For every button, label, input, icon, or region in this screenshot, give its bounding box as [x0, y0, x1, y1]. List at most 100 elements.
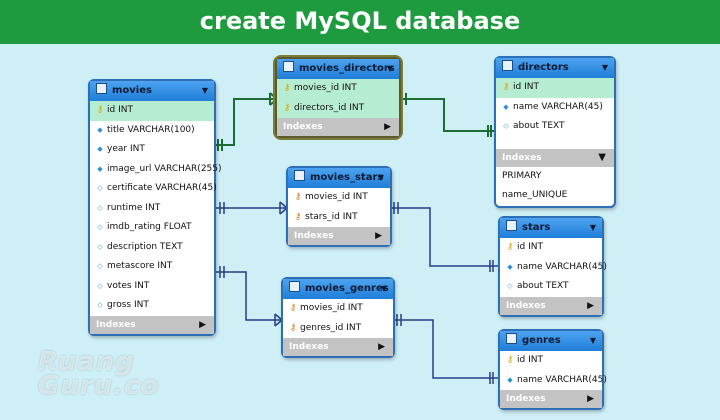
table-movies-stars[interactable]: movies_stars▼ ⚷movies_id INT ⚷stars_id I…: [286, 166, 392, 247]
expand-arrow-icon[interactable]: ▶: [384, 122, 391, 132]
column-row[interactable]: ◇description TEXT: [90, 238, 214, 258]
column-row[interactable]: ◆name VARCHAR(45): [500, 258, 607, 278]
column-nullable-icon: ◇: [97, 301, 103, 309]
collapse-arrow-icon[interactable]: ▼: [601, 63, 608, 72]
column-row[interactable]: ⚷id INT: [500, 238, 602, 258]
table-name: movies_genres: [305, 283, 389, 294]
column-row[interactable]: ◆name VARCHAR(45): [500, 371, 607, 391]
column-row[interactable]: ⚷stars_id INT: [288, 208, 390, 228]
collapse-arrow-icon[interactable]: ▼: [589, 223, 596, 232]
column-row[interactable]: ◆year INT: [90, 140, 214, 160]
indexes-section[interactable]: Indexes▶: [277, 118, 399, 136]
collapse-arrow-icon[interactable]: ▼: [589, 336, 596, 345]
page-title: create MySQL database: [0, 0, 720, 44]
indexes-section[interactable]: Indexes▶: [90, 315, 214, 334]
table-icon: [289, 281, 300, 292]
table-genres[interactable]: genres ▼ ⚷id INT ◆name VARCHAR(45) Indexe…: [498, 329, 607, 410]
link-movies-stars: [212, 201, 288, 215]
expand-arrow-icon[interactable]: ▶: [587, 300, 594, 311]
foreign-key-icon: ⚷: [294, 211, 302, 222]
link-stars: [388, 202, 499, 272]
indexes-section[interactable]: Indexes▶: [283, 338, 393, 356]
column-icon: ◆: [97, 164, 103, 173]
expand-arrow-icon[interactable]: ▶: [587, 394, 594, 404]
collapse-arrow-icon[interactable]: ▼: [377, 173, 384, 182]
column-icon: ◆: [97, 125, 103, 134]
collapse-arrow-icon[interactable]: ▼: [386, 64, 393, 73]
table-header[interactable]: stars ▼: [500, 218, 602, 238]
column-row[interactable]: ⚷movies_id INT: [277, 79, 399, 99]
link-movies-directors: [212, 92, 278, 151]
column-row[interactable]: ◆title VARCHAR(100): [90, 121, 214, 141]
column-row[interactable]: ◇imdb_rating FLOAT: [90, 218, 214, 238]
column-row[interactable]: ⚷movies_id INT: [288, 188, 390, 208]
column-row[interactable]: ◇runtime INT: [90, 199, 214, 219]
primary-key-icon: ⚷: [283, 83, 291, 93]
table-header[interactable]: movies ▼: [90, 81, 214, 101]
expand-arrow-icon[interactable]: ▶: [378, 342, 385, 352]
primary-key-icon: ⚷: [506, 355, 514, 365]
table-name: genres: [522, 335, 561, 346]
table-movies-genres[interactable]: movies_genres▼ ⚷movies_id INT ⚷genres_id…: [281, 277, 395, 358]
table-header[interactable]: directors▼: [496, 58, 614, 78]
link-directors: [397, 93, 496, 137]
expand-arrow-icon[interactable]: ▶: [199, 319, 206, 330]
column-nullable-icon: ◇: [97, 281, 103, 290]
column-row[interactable]: ◇about TEXT: [500, 277, 602, 297]
indexes-section[interactable]: Indexes▼: [496, 148, 614, 167]
primary-key-icon: ⚷: [283, 102, 291, 113]
primary-key-icon: ⚷: [506, 242, 514, 252]
table-icon: [294, 170, 305, 181]
table-icon: [506, 333, 517, 344]
table-directors[interactable]: directors▼ ⚷id INT ◆name VARCHAR(45) ◇ab…: [494, 56, 616, 208]
column-row[interactable]: ⚷movies_id INT: [283, 299, 393, 319]
column-row[interactable]: ◆name VARCHAR(45): [496, 98, 614, 118]
column-row[interactable]: ◇gross INT: [90, 296, 214, 316]
column-row[interactable]: ◆image_url VARCHAR(255): [90, 160, 221, 180]
column-row[interactable]: ◇certificate VARCHAR(45): [90, 179, 216, 199]
table-header[interactable]: genres ▼: [500, 331, 602, 351]
indexes-section[interactable]: Indexes▶: [500, 390, 602, 408]
column-row[interactable]: ⚷id INT: [500, 351, 602, 371]
table-movies[interactable]: movies ▼ ⚷id INT ◆title VARCHAR(100) ◆yea…: [88, 79, 222, 336]
table-icon: [502, 60, 513, 71]
collapse-arrow-icon[interactable]: ▼: [598, 151, 606, 163]
table-header[interactable]: movies_genres▼: [283, 279, 393, 299]
link-genres: [391, 314, 499, 384]
table-name: movies_directors: [299, 63, 395, 74]
table-movies-directors[interactable]: movies_directors▼ ⚷movies_id INT ⚷direct…: [275, 57, 401, 138]
table-icon: [96, 83, 107, 94]
column-nullable-icon: ◇: [97, 184, 103, 192]
table-icon: [283, 61, 294, 72]
expand-arrow-icon[interactable]: ▶: [375, 231, 382, 241]
primary-key-icon: ⚷: [96, 105, 104, 115]
table-name: stars: [522, 222, 551, 233]
watermark-logo: Ruang Guru.co: [38, 347, 160, 401]
table-header[interactable]: movies_directors▼: [277, 59, 399, 79]
foreign-key-icon: ⚷: [289, 303, 297, 313]
column-icon: ◆: [507, 375, 513, 384]
index-row[interactable]: PRIMARY: [502, 170, 542, 181]
index-row[interactable]: name_UNIQUE: [502, 190, 568, 200]
collapse-arrow-icon[interactable]: ▼: [201, 86, 208, 95]
table-name: movies: [112, 85, 152, 96]
collapse-arrow-icon[interactable]: ▼: [380, 284, 387, 293]
column-row[interactable]: ◇metascore INT: [90, 257, 214, 277]
column-row[interactable]: ⚷id INT: [496, 78, 614, 98]
table-header[interactable]: movies_stars▼: [288, 168, 390, 188]
table-stars[interactable]: stars ▼ ⚷id INT ◆name VARCHAR(45) ◇about …: [498, 216, 607, 317]
column-icon: ◆: [507, 262, 513, 271]
indexes-section[interactable]: Indexes▶: [288, 227, 390, 245]
table-icon: [506, 220, 517, 231]
column-row[interactable]: ⚷directors_id INT: [277, 98, 399, 118]
column-nullable-icon: ◇: [97, 262, 103, 270]
indexes-section[interactable]: Indexes▶: [500, 296, 602, 315]
column-row[interactable]: ◇votes INT: [90, 277, 214, 297]
link-movies-genres: [212, 266, 283, 327]
column-nullable-icon: ◇: [97, 242, 103, 251]
column-nullable-icon: ◇: [503, 122, 509, 130]
column-row[interactable]: ⚷id INT: [90, 101, 214, 121]
column-row[interactable]: ◇about TEXT: [496, 117, 614, 137]
table-name: movies_stars: [310, 172, 384, 183]
column-row[interactable]: ⚷genres_id INT: [283, 319, 393, 339]
